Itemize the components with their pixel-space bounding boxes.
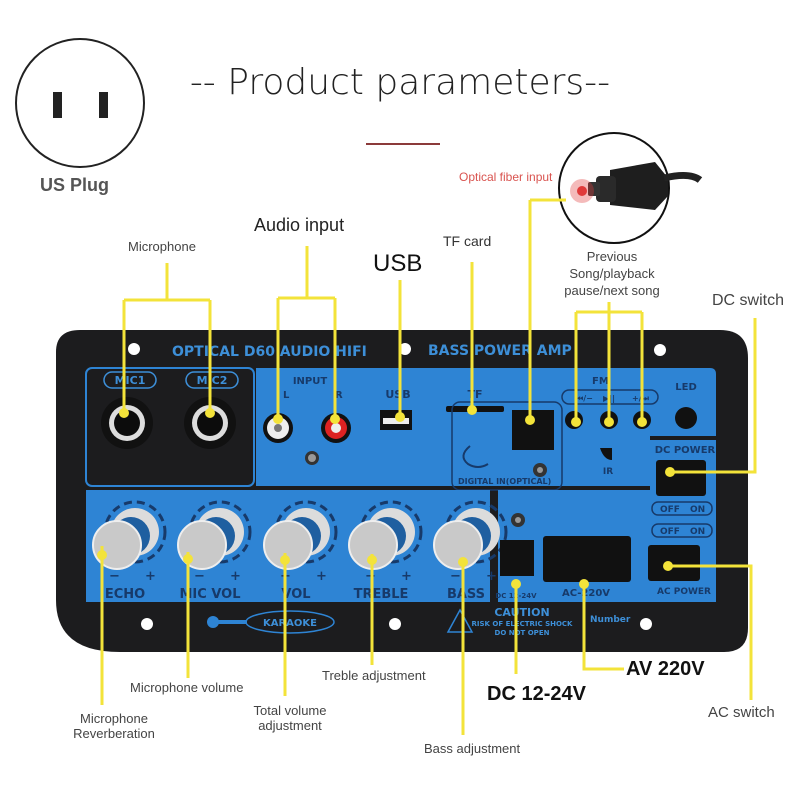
dc-jack: [500, 540, 534, 576]
callout-optical-fiber: Optical fiber input: [459, 170, 553, 184]
title-underline: [366, 143, 440, 145]
input-r-label: R: [335, 390, 343, 401]
mic2-label: MIC2: [197, 374, 228, 387]
callout-mic-reverb-line1: Microphone: [80, 711, 148, 726]
knob-treble[interactable]: [348, 500, 423, 570]
dc-power-label: DC POWER: [655, 445, 716, 456]
callout-tf-card: TF card: [443, 233, 492, 249]
callout-song-line3: pause/next song: [564, 283, 660, 298]
mic2-jack: [184, 397, 236, 449]
rca-right: [321, 413, 351, 443]
knob-label: BASS: [447, 587, 485, 602]
callout-mic-reverb-line2: Reverberation: [73, 726, 155, 741]
knob-label: MIC VOL: [179, 587, 240, 602]
callout-treble: Treble adjustment: [322, 668, 426, 683]
knob-plus-label: +: [486, 569, 497, 584]
callout-song-line1: Previous: [586, 249, 638, 264]
callout-song-line2: Song/playback: [569, 266, 655, 281]
callout-ac-voltage: AV 220V: [626, 658, 705, 680]
caution-line2: DO NOT OPEN: [495, 629, 550, 637]
callout-usb: USB: [373, 250, 423, 277]
knob-plus-label: +: [230, 569, 241, 584]
knob-plus-label: +: [145, 569, 156, 584]
number-label: Number: [590, 615, 631, 625]
callout-lines: [100, 198, 757, 735]
callout-audio-input: Audio input: [254, 215, 345, 235]
input-label: INPUT: [293, 376, 328, 387]
knob-echo[interactable]: [92, 500, 167, 570]
ac-on-label: ON: [690, 527, 705, 537]
callout-song-controls: Previous Song/playback pause/next song: [557, 248, 667, 299]
callout-dots: [97, 405, 675, 589]
knob-plus-label: +: [401, 569, 412, 584]
page-title: -- Product parameters--: [189, 62, 611, 103]
callout-total-volume: Total volume adjustment: [244, 703, 336, 733]
karaoke-label: KARAOKE: [263, 618, 317, 629]
callout-mic-reverb: Microphone Reverberation: [64, 711, 164, 741]
callout-total-volume-line2: adjustment: [258, 718, 322, 733]
dc-on-label: ON: [690, 505, 705, 515]
ac-in-label: AC-220V: [562, 588, 610, 599]
us-plug-label: US Plug: [40, 175, 110, 195]
callout-dc-voltage: DC 12-24V: [487, 683, 586, 705]
callout-ac-switch: AC switch: [708, 704, 775, 721]
ir-label: IR: [603, 467, 613, 477]
plug-prong-left: [53, 92, 62, 118]
knob-bass[interactable]: [433, 500, 508, 570]
panel-header-left: OPTICAL D60 AUDIO HIFI: [172, 344, 367, 360]
ac-power-switch: [648, 545, 700, 581]
tf-label: TF: [467, 388, 482, 401]
callout-microphone: Microphone: [128, 239, 196, 254]
knob-label: VOL: [281, 587, 310, 602]
knob-minus-label: −: [109, 569, 120, 584]
knob-minus-label: −: [365, 569, 376, 584]
knob-vol[interactable]: [263, 500, 338, 570]
callout-mic-volume: Microphone volume: [130, 680, 244, 695]
mic1-jack: [101, 397, 153, 449]
callout-total-volume-line1: Total volume: [253, 703, 327, 718]
fm-label: FM: [592, 376, 609, 387]
mic1-label: MIC1: [115, 374, 146, 387]
knob-minus-label: −: [194, 569, 205, 584]
panel-header-right: BASS POWER AMP: [428, 343, 572, 359]
led-label: LED: [675, 382, 697, 393]
digital-in-label: DIGITAL IN(OPTICAL): [458, 477, 551, 486]
ac-inlet: [543, 536, 631, 582]
knob-minus-label: −: [450, 569, 461, 584]
knob-label: TREBLE: [354, 587, 409, 602]
input-l-label: L: [283, 390, 290, 401]
caution-title: CAUTION: [494, 606, 549, 619]
ac-power-label: AC POWER: [657, 587, 711, 597]
rca-left: [263, 413, 293, 443]
ac-off-label: OFF: [660, 527, 680, 537]
dc-power-switch: [656, 460, 706, 496]
callout-dc-switch: DC switch: [712, 292, 785, 309]
usb-label: USB: [385, 388, 410, 401]
callout-bass: Bass adjustment: [424, 741, 521, 756]
knob-plus-label: +: [316, 569, 327, 584]
optical-connector-inset: [558, 132, 703, 244]
dc-off-label: OFF: [660, 505, 680, 515]
us-plug-icon: [15, 38, 145, 168]
plug-prong-right: [99, 92, 108, 118]
caution-line1: RISK OF ELECTRIC SHOCK: [472, 620, 574, 628]
knob-label: ECHO: [105, 587, 145, 602]
btn-prev-label: ⏮/−: [576, 394, 593, 403]
